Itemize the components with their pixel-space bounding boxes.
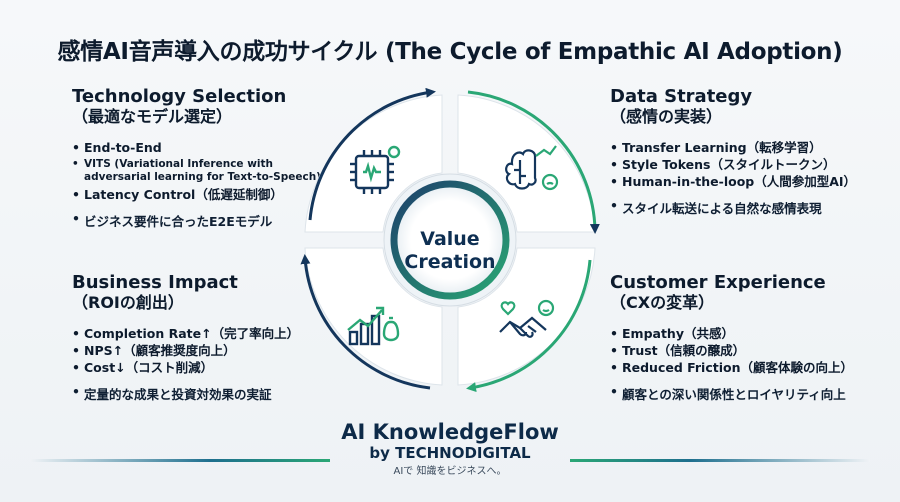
center-label: Value Creation [390,228,510,274]
list-item: Completion Rate↑（完了率向上） [72,325,332,342]
technology-list: End-to-End VITS (Variational Inference w… [72,139,332,203]
footer: AI KnowledgeFlow by TECHNODIGITAL AIで 知識… [0,420,900,480]
footer-rule-right [570,459,870,462]
footer-rule-left [30,459,330,462]
arrow-data-to-customer [467,90,600,234]
center-line-1: Value [420,228,480,250]
technology-selection-panel: Technology Selection （最適なモデル選定） End-to-E… [72,86,332,230]
technology-note: ビジネス要件に合ったE2Eモデル [72,211,332,230]
customer-subheading: （CXの変革） [610,293,715,312]
customer-heading: Customer Experience [610,272,826,293]
cycle-diagram [300,87,600,393]
technology-heading: Technology Selection [72,86,287,107]
list-item: VITS (Variational Inference with adversa… [72,158,332,184]
customer-experience-panel: Customer Experience （CXの変革） Empathy（共感） … [610,272,870,403]
business-heading: Business Impact [72,272,238,293]
center-line-2: Creation [404,251,496,273]
data-strategy-panel: Data Strategy （感情の実装） Transfer Learning（… [610,86,870,217]
center-ring [390,180,510,300]
list-item: Trust（信頼の醸成） [610,342,870,359]
brand-byline: by TECHNODIGITAL [369,444,531,462]
arrow-customer-to-business [466,259,592,393]
data-list: Transfer Learning（転移学習） Style Tokens（スタイ… [610,139,870,190]
growth-chart-icon [347,306,400,346]
brain-emotion-icon [505,145,559,191]
brand-name: AI KnowledgeFlow [341,420,559,444]
list-item: Transfer Learning（転移学習） [610,139,870,156]
list-item: NPS↑（顧客推奨度向上） [72,342,332,359]
data-heading: Data Strategy [610,86,753,107]
list-item: Empathy（共感） [610,325,870,342]
business-note: 定量的な成果と投資対効果の実証 [72,384,332,403]
list-item: Human-in-the-loop（人間参加型AI） [610,173,870,190]
handshake-icon [499,299,555,338]
list-item: Latency Control（低遅延制御） [72,186,332,203]
data-note: スタイル転送による自然な感情表現 [610,198,870,217]
arrow-business-to-technology [300,254,431,390]
list-item: Reduced Friction（顧客体験の向上） [610,359,870,376]
business-list: Completion Rate↑（完了率向上） NPS↑（顧客推奨度向上） Co… [72,325,332,376]
business-subheading: （ROIの創出） [72,293,184,312]
page-title: 感情AI音声導入の成功サイクル (The Cycle of Empathic A… [57,39,843,65]
arrow-technology-to-data [308,87,436,221]
customer-note: 顧客との深い関係性とロイヤリティ向上 [610,384,870,403]
list-item: Cost↓（コスト削減） [72,359,332,376]
data-subheading: （感情の実装） [610,107,723,126]
customer-list: Empathy（共感） Trust（信頼の醸成） Reduced Frictio… [610,325,870,376]
business-impact-panel: Business Impact （ROIの創出） Completion Rate… [72,272,332,403]
list-item: End-to-End [72,139,332,156]
technology-subheading: （最適なモデル選定） [72,107,233,126]
ai-chip-icon [350,145,401,194]
brand-tagline: AIで 知識をビジネスへ。 [393,466,507,477]
list-item: Style Tokens（スタイルトークン） [610,156,870,173]
